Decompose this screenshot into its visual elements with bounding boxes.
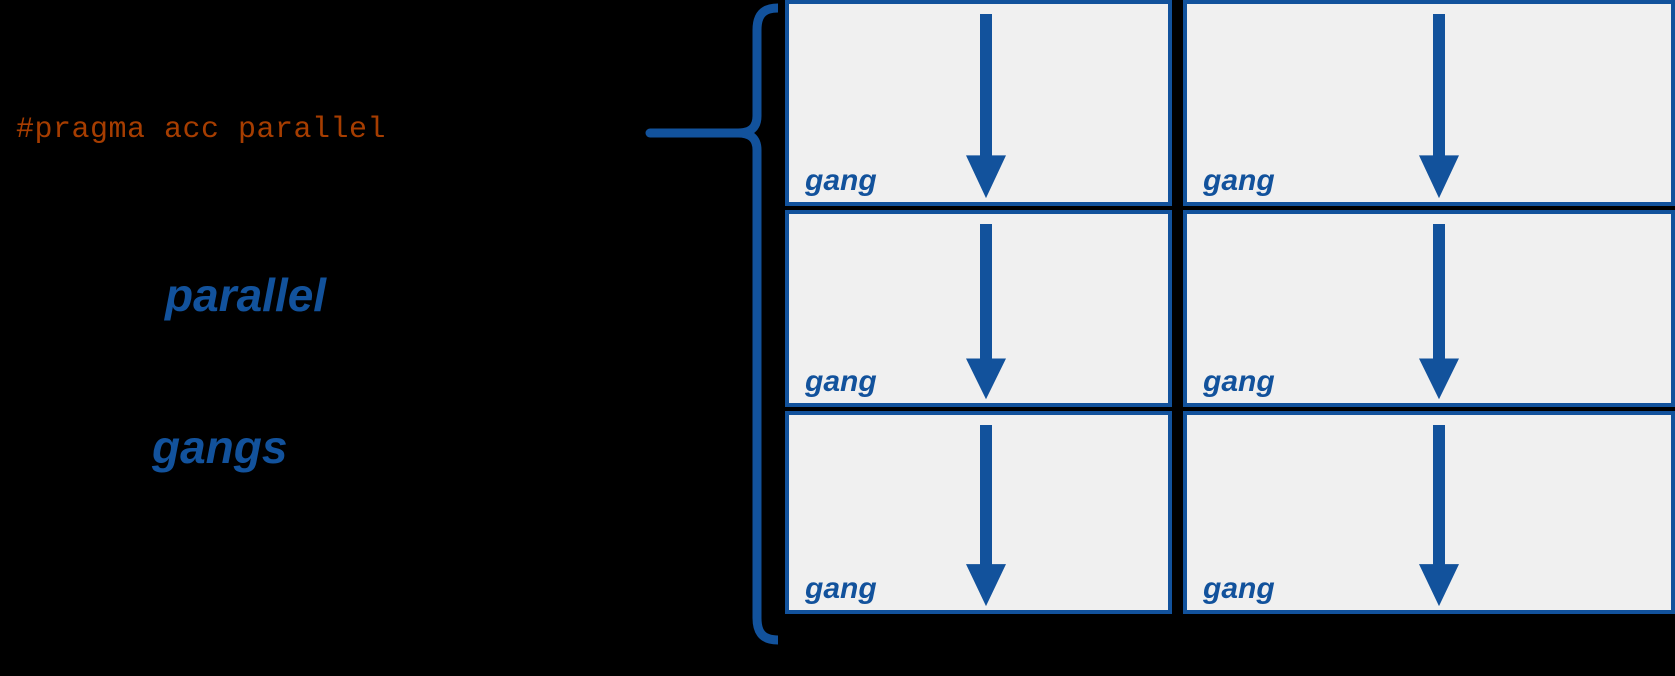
down-arrow-icon — [1417, 425, 1461, 608]
gang-box: gang — [785, 210, 1172, 407]
gang-grid: gang gang gang gang — [785, 0, 1675, 676]
gang-box: gang — [1183, 0, 1675, 206]
gang-label: gang — [1203, 164, 1275, 197]
gang-label: gang — [1203, 572, 1275, 605]
down-arrow-icon — [1417, 14, 1461, 200]
down-arrow-icon — [1417, 224, 1461, 401]
down-arrow-icon — [964, 224, 1008, 401]
pragma-code-text: #pragma acc parallel — [16, 113, 387, 147]
down-arrow-icon — [964, 14, 1008, 200]
gang-box: gang — [785, 411, 1172, 614]
brace-icon — [645, 3, 783, 645]
down-arrow-icon — [964, 425, 1008, 608]
emphasis-word-parallel: parallel — [165, 269, 327, 321]
gang-label: gang — [805, 164, 877, 197]
emphasis-word-gangs: gangs — [152, 421, 288, 473]
gang-box: gang — [1183, 210, 1675, 407]
gang-box: gang — [785, 0, 1172, 206]
brace-connector — [638, 0, 783, 650]
gang-box: gang — [1183, 411, 1675, 614]
gang-label: gang — [805, 572, 877, 605]
gang-label: gang — [1203, 365, 1275, 398]
gang-label: gang — [805, 365, 877, 398]
